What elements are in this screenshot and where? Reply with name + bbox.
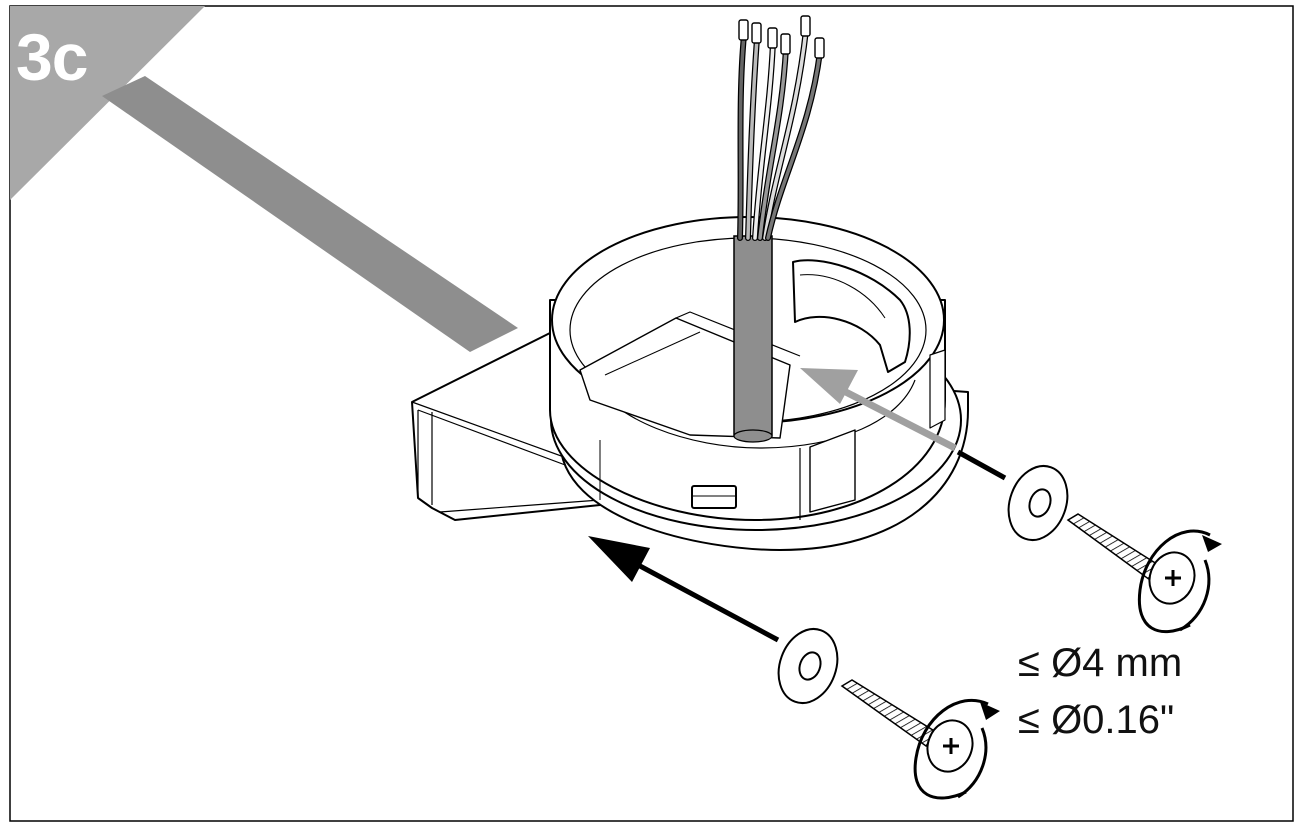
rotation-arrow-lower [913, 698, 1000, 800]
screw-diameter-imperial: ≤ Ø0.16" [1018, 698, 1175, 742]
washer-upper [1007, 465, 1069, 541]
step-corner [10, 6, 205, 200]
cable-bundle [733, 15, 825, 443]
mount-direction-arrow [588, 536, 780, 643]
screw-upper [1066, 513, 1196, 605]
washer-lower [777, 628, 839, 704]
external-cable [102, 76, 518, 352]
rotation-arrow-upper [1137, 529, 1222, 634]
mounting-base [411, 216, 969, 551]
screw-diameter-metric: ≤ Ø4 mm [1018, 641, 1183, 685]
screw-lower [840, 679, 974, 773]
step-label: 3c [16, 20, 88, 94]
frame-border [9, 5, 1294, 822]
insert-direction-arrow [800, 368, 1007, 481]
